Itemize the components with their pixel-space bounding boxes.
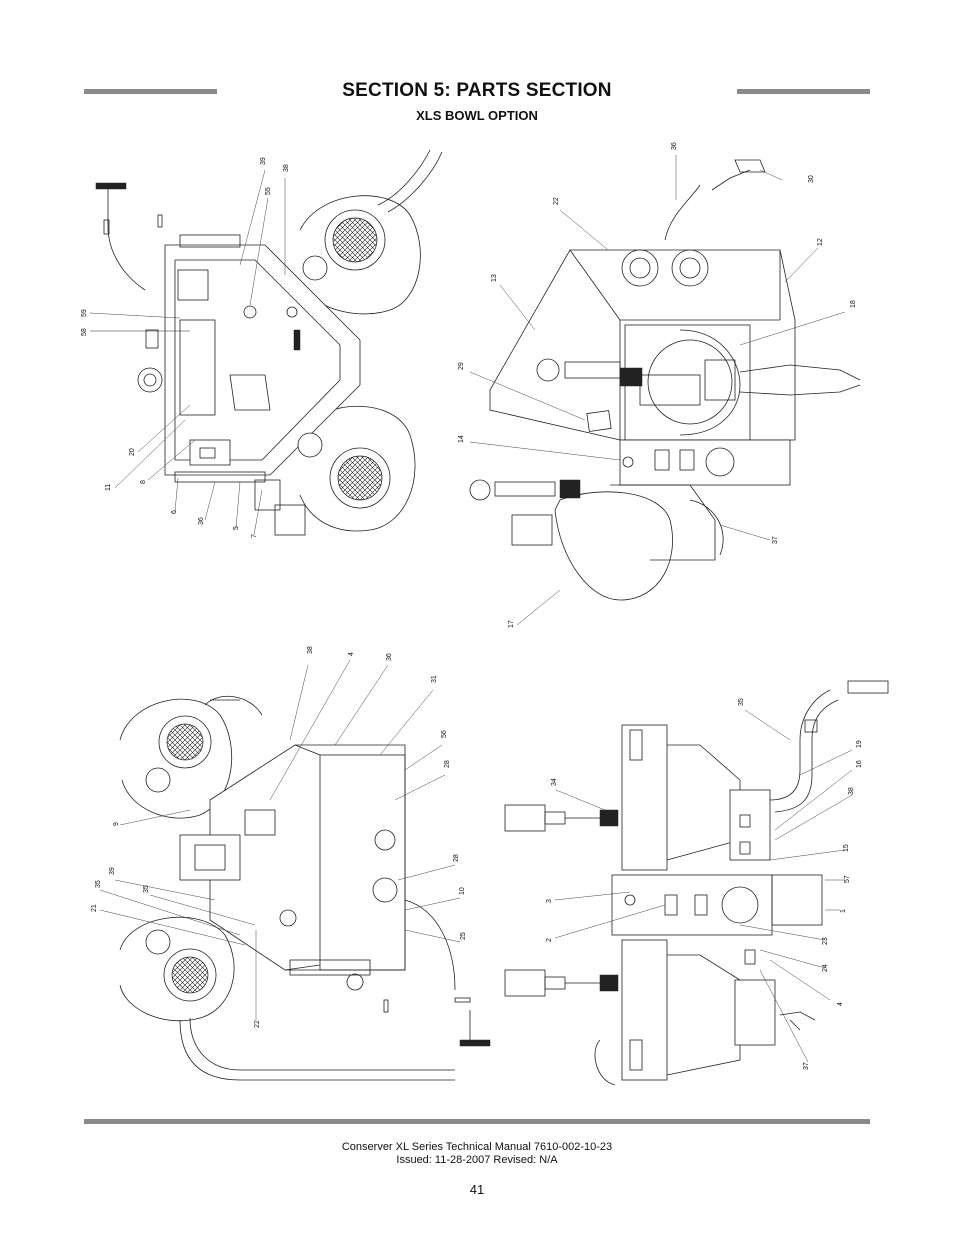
callout-label: 2 xyxy=(546,938,553,942)
callout-label: 22 xyxy=(553,197,560,205)
callout-label: 35 xyxy=(95,880,102,888)
callout-label: 17 xyxy=(508,620,515,628)
callouts-top-left: 39 38 55 59 58 20 11 8 6 36 5 7 xyxy=(81,157,290,538)
callout-label: 5 xyxy=(233,526,240,530)
callout-label: 9 xyxy=(113,822,120,826)
callout-label: 19 xyxy=(856,740,863,748)
callout-label: 20 xyxy=(129,448,136,456)
callout-label: 16 xyxy=(856,760,863,768)
callout-label: 14 xyxy=(458,435,465,443)
callout-label: 1 xyxy=(840,909,847,913)
callout-label: 29 xyxy=(458,362,465,370)
view-bottom-right xyxy=(504,680,889,1086)
callout-label: 57 xyxy=(844,875,851,883)
callout-label: 4 xyxy=(837,1002,844,1006)
page-number: 41 xyxy=(469,1182,485,1197)
callout-label: 28 xyxy=(444,760,451,768)
callout-label: 15 xyxy=(843,844,850,852)
callout-label: 58 xyxy=(81,328,88,336)
view-bottom-left xyxy=(99,659,491,1081)
callouts-top-right: 36 30 22 12 13 18 29 14 37 17 xyxy=(458,142,857,628)
callout-label: 18 xyxy=(850,300,857,308)
callout-label: 36 xyxy=(198,517,205,525)
callout-label: 37 xyxy=(803,1062,810,1070)
callout-label: 38 xyxy=(307,646,314,654)
view-top-left xyxy=(89,149,443,536)
callout-label: 8 xyxy=(140,480,147,484)
page-title: SECTION 5: PARTS SECTION xyxy=(342,80,612,101)
callout-label: 36 xyxy=(386,653,393,661)
callout-label: 38 xyxy=(848,787,855,795)
callout-label: 3 xyxy=(546,899,553,903)
callout-label: 22 xyxy=(254,1020,261,1028)
view-top-right xyxy=(469,155,861,626)
callout-label: 23 xyxy=(822,937,829,945)
callout-label: 6 xyxy=(171,510,178,514)
callout-label: 35 xyxy=(143,885,150,893)
callout-label: 31 xyxy=(431,675,438,683)
callout-label: 55 xyxy=(265,187,272,195)
callout-label: 39 xyxy=(109,867,116,875)
callout-label: 24 xyxy=(822,964,829,972)
callout-label: 12 xyxy=(817,238,824,246)
callout-label: 37 xyxy=(772,536,779,544)
callout-label: 28 xyxy=(453,854,460,862)
callout-label: 13 xyxy=(491,274,498,282)
callout-label: 35 xyxy=(738,698,745,706)
callout-label: 11 xyxy=(105,484,112,491)
header-rule-right xyxy=(737,89,870,94)
footer-manual-title: Conserver XL Series Technical Manual 761… xyxy=(341,1141,613,1153)
callout-label: 7 xyxy=(251,534,258,538)
page-subtitle: XLS BOWL OPTION xyxy=(416,108,538,123)
callout-label: 10 xyxy=(459,887,466,895)
footer-rule xyxy=(84,1119,870,1124)
callout-label: 59 xyxy=(81,309,88,317)
callout-label: 56 xyxy=(441,730,448,738)
callouts-bottom-left: 38 4 36 31 56 28 28 10 25 9 39 35 35 21 … xyxy=(91,646,467,1028)
header-rule-left xyxy=(84,89,217,94)
callout-label: 21 xyxy=(91,904,98,912)
callout-label: 25 xyxy=(460,932,467,940)
callout-label: 34 xyxy=(551,778,558,786)
callout-label: 4 xyxy=(348,652,355,656)
callouts-bottom-right: 35 19 16 38 34 15 57 3 1 2 23 24 4 37 xyxy=(546,698,863,1070)
footer-issued-revised: Issued: 11-28-2007 Revised: N/A xyxy=(396,1154,558,1166)
callout-label: 36 xyxy=(671,142,678,150)
callout-label: 39 xyxy=(260,157,267,165)
callout-label: 30 xyxy=(808,175,815,183)
callout-label: 38 xyxy=(283,164,290,172)
